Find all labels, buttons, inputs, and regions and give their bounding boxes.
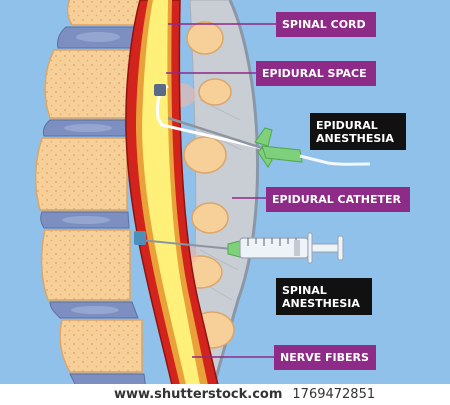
skin-line <box>212 0 260 386</box>
syringe <box>227 232 344 264</box>
footer-site: www.shutterstock.com <box>114 387 283 402</box>
label-epidural-catheter: EPIDURAL CATHETER <box>266 187 410 212</box>
watermark-footer: www.shutterstock.com 1769472851 <box>0 384 450 405</box>
spinal-needle-tip <box>134 231 146 245</box>
label-spinal-anesthesia: SPINAL ANESTHESIA <box>276 278 372 315</box>
epidural-needle-hub <box>254 127 303 168</box>
label-epidural-space: EPIDURAL SPACE <box>256 61 376 86</box>
label-nerve-fibers: NERVE FIBERS <box>274 345 376 370</box>
label-spinal-cord: SPINAL CORD <box>276 12 376 37</box>
epidural-catheter-tube <box>299 154 371 166</box>
epidural-needle-tip <box>154 84 166 96</box>
footer-image-id: 1769472851 <box>292 387 376 402</box>
spinal-cord-shape <box>142 0 200 385</box>
label-epidural-anesthesia: EPIDURAL ANESTHESIA <box>310 113 406 150</box>
